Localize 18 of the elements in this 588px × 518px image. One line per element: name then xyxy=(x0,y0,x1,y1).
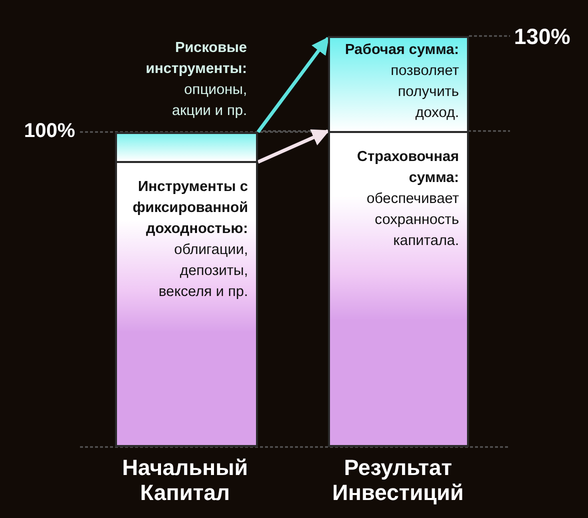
segment-text: позволяет получить доход. xyxy=(390,62,459,123)
bar-segment xyxy=(328,131,469,447)
segment-heading: Рабочая сумма: xyxy=(344,41,459,60)
segment-heading: Страховочная сумма: xyxy=(356,148,459,188)
segment-text: обеспечивает сохранность капитала. xyxy=(366,190,459,251)
axis-category-label: Результат Инвестиций xyxy=(331,455,465,505)
segment-text: облигации, депозиты, векселя и пр. xyxy=(158,241,248,302)
bar-segment xyxy=(115,132,258,163)
arrow xyxy=(257,129,330,164)
bar-segment xyxy=(328,36,469,133)
annotation-heading: Рисковые инструменты: xyxy=(144,39,247,79)
axis-category-label: Начальный Капитал xyxy=(121,455,249,505)
annotation-text: опционы, акции и пр. xyxy=(170,81,247,121)
segment-heading: Инструменты с фиксированной доходностью: xyxy=(132,178,248,239)
percent-label: 100% xyxy=(24,120,76,143)
arrow xyxy=(256,36,330,134)
bar-segment xyxy=(115,161,258,447)
percent-label: 130% xyxy=(514,24,570,50)
